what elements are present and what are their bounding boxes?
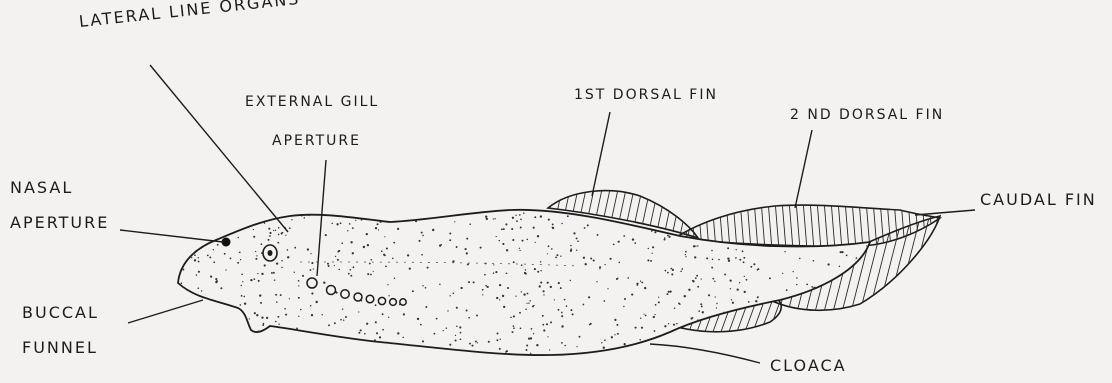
label-second-dorsal-fin: 2 ND DORSAL FIN <box>790 108 944 122</box>
leader-second-dorsal-fin <box>795 130 812 208</box>
label-external-gill-aperture-line2: APERTURE <box>272 134 361 148</box>
label-buccal-funnel-line1: BUCCAL <box>22 305 99 321</box>
lamprey-body <box>177 204 878 361</box>
label-buccal-funnel-line2: FUNNEL <box>22 340 98 356</box>
leader-caudal-fin <box>915 210 975 215</box>
label-caudal-fin: CAUDAL FIN <box>980 192 1097 208</box>
leader-cloaca <box>650 344 760 363</box>
label-external-gill-aperture-line1: EXTERNAL GILL <box>245 95 379 109</box>
leader-lateral-line-organs <box>150 65 288 232</box>
leader-nasal-aperture <box>120 230 223 242</box>
label-nasal-aperture-line1: NASAL <box>10 180 73 196</box>
label-first-dorsal-fin: 1ST DORSAL FIN <box>574 88 718 102</box>
label-nasal-aperture-line2: APERTURE <box>10 215 109 231</box>
leader-buccal-funnel <box>128 300 203 323</box>
label-cloaca: CLOACA <box>770 358 847 374</box>
leader-first-dorsal-fin <box>592 112 610 196</box>
eye <box>263 245 277 261</box>
